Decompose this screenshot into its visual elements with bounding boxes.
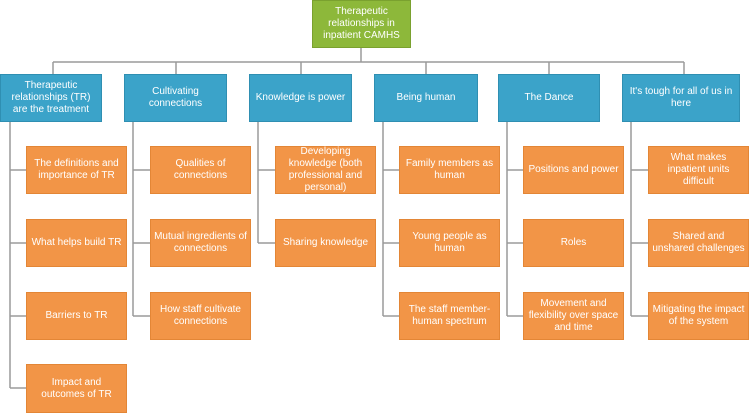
subtheme-box: Mitigating the impact of the system bbox=[648, 292, 749, 340]
subtheme-label: Shared and unshared challenges bbox=[652, 231, 745, 254]
subtheme-label: What helps build TR bbox=[31, 237, 122, 248]
theme-header-2: Cultivating connections bbox=[124, 74, 227, 122]
subtheme-box: Movement and flexibility over space and … bbox=[523, 292, 624, 340]
subtheme-label: The definitions and importance of TR bbox=[34, 158, 119, 181]
subtheme-label: Young people as human bbox=[412, 231, 487, 254]
theme-header-3: Knowledge is power bbox=[249, 74, 352, 122]
subtheme-box: Sharing knowledge bbox=[275, 219, 376, 267]
theme-label: Cultivating connections bbox=[148, 86, 203, 109]
root-label: Therapeutic relationships in inpatient C… bbox=[323, 6, 400, 41]
subtheme-label: Qualities of connections bbox=[173, 158, 228, 181]
subtheme-box: Young people as human bbox=[399, 219, 500, 267]
subtheme-label: Mitigating the impact of the system bbox=[652, 304, 745, 327]
subtheme-box: Qualities of connections bbox=[150, 146, 251, 194]
subtheme-label: Barriers to TR bbox=[45, 310, 108, 321]
subtheme-box: Mutual ingredients of connections bbox=[150, 219, 251, 267]
theme-header-4: Being human bbox=[374, 74, 478, 122]
subtheme-box: Shared and unshared challenges bbox=[648, 219, 749, 267]
subtheme-label: Mutual ingredients of connections bbox=[154, 231, 247, 254]
subtheme-label: Roles bbox=[560, 237, 587, 248]
subtheme-label: The staff member-human spectrum bbox=[408, 304, 491, 327]
subtheme-label: Impact and outcomes of TR bbox=[41, 376, 112, 400]
theme-label: The Dance bbox=[524, 92, 574, 103]
subtheme-box: Developing knowledge (both professional … bbox=[275, 146, 376, 194]
subtheme-box: Impact and outcomes of TR bbox=[26, 364, 127, 413]
subtheme-box: Roles bbox=[523, 219, 624, 267]
subtheme-box: Positions and power bbox=[523, 146, 624, 194]
theme-header-6: It's tough for all of us in here bbox=[622, 74, 740, 122]
subtheme-box: What makes inpatient units difficult bbox=[648, 146, 749, 194]
subtheme-box: The definitions and importance of TR bbox=[26, 146, 127, 194]
subtheme-label: What makes inpatient units difficult bbox=[667, 152, 730, 187]
subtheme-box: Barriers to TR bbox=[26, 292, 127, 340]
subtheme-label: Sharing knowledge bbox=[282, 237, 369, 248]
subtheme-box: The staff member-human spectrum bbox=[399, 292, 500, 340]
theme-label: Therapeutic relationships (TR) are the t… bbox=[11, 80, 91, 115]
theme-header-5: The Dance bbox=[498, 74, 600, 122]
subtheme-label: Developing knowledge (both professional … bbox=[288, 146, 363, 193]
subtheme-box: How staff cultivate connections bbox=[150, 292, 251, 340]
theme-header-1: Therapeutic relationships (TR) are the t… bbox=[0, 74, 102, 122]
subtheme-box: Family members as human bbox=[399, 146, 500, 194]
theme-label: Being human bbox=[396, 92, 456, 103]
subtheme-label: Family members as human bbox=[405, 158, 494, 181]
theme-label: Knowledge is power bbox=[255, 92, 346, 103]
subtheme-label: How staff cultivate connections bbox=[160, 304, 241, 327]
subtheme-label: Positions and power bbox=[528, 164, 619, 175]
subtheme-label: Movement and flexibility over space and … bbox=[528, 298, 619, 333]
root-node: Therapeutic relationships in inpatient C… bbox=[312, 0, 411, 48]
subtheme-box: What helps build TR bbox=[26, 219, 127, 267]
theme-label: It's tough for all of us in here bbox=[629, 86, 733, 109]
